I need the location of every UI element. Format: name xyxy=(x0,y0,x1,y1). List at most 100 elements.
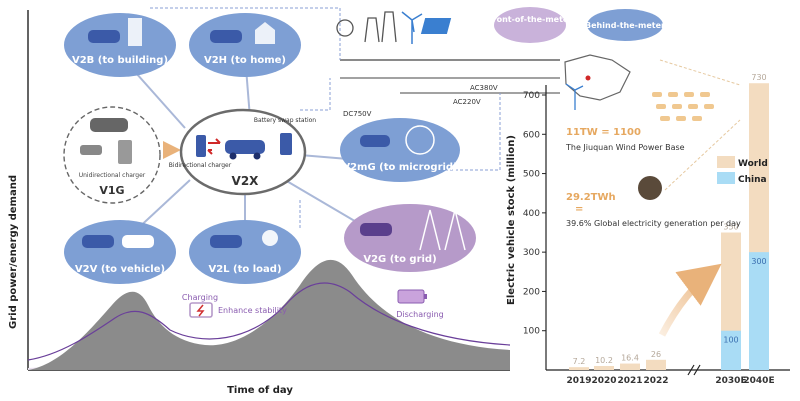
node-v2h: V2H (to home) xyxy=(189,13,301,77)
jiuquan-wind-base-label: The Jiuquan Wind Power Base xyxy=(565,143,685,152)
ev-stock-axis-label: Electric vehicle stock (million) xyxy=(506,135,517,305)
battery-swap-station-label: Battery swap station xyxy=(254,117,316,124)
v2x-car-icon xyxy=(225,140,265,154)
global-electricity-label: 39.6% Global electricity generation per … xyxy=(566,219,741,228)
v2v-label: V2V (to vehicle) xyxy=(75,264,165,275)
unidirectional-charger-icon xyxy=(118,140,132,164)
v2g-label: V2G (to grid) xyxy=(363,254,436,265)
solar-panel-icon xyxy=(420,18,452,34)
car-icon xyxy=(210,30,242,43)
node-v2g: V2G (to grid) xyxy=(344,204,476,272)
y-tick-label: 100 xyxy=(523,327,540,337)
jiuquan-marker-icon xyxy=(585,75,591,81)
peak-demand-area xyxy=(28,259,510,370)
node-v2l: V2L (to load) xyxy=(189,220,301,284)
x-tick-label: 2019 xyxy=(566,376,591,386)
wind-turbine-icon xyxy=(565,83,584,110)
y-tick-label: 500 xyxy=(523,170,540,180)
stabilized-demand-line xyxy=(27,282,511,361)
bar-china xyxy=(721,330,741,370)
microgrid-icon xyxy=(405,125,435,155)
bar-china xyxy=(749,252,769,370)
dotted-connector-top xyxy=(150,7,341,60)
bidirectional-arrows-icon xyxy=(207,138,221,155)
bar-world xyxy=(646,359,666,370)
y-tick-label: 400 xyxy=(523,209,540,219)
bar-value-label-china: 300 xyxy=(751,257,766,266)
battery-swap-station-icon xyxy=(280,133,292,155)
transmission-tower-icon xyxy=(419,209,466,251)
axis-break-mark xyxy=(687,364,695,376)
earth-icon xyxy=(638,176,662,200)
car-icon xyxy=(88,30,120,43)
x-tick-label: 2021 xyxy=(617,376,642,386)
power-plant-icon xyxy=(364,11,397,43)
legend-label: World xyxy=(738,159,768,169)
bar-value-label-world: 16.4 xyxy=(621,354,639,363)
bar-value-label-china: 100 xyxy=(723,336,738,345)
discharging-battery-icon xyxy=(397,289,425,304)
grid-demand-axis-label: Grid power/energy demand xyxy=(8,175,19,329)
y-tick-label: 700 xyxy=(523,91,540,101)
v1g-label: V1G xyxy=(99,184,124,197)
tw-equivalence-label: 11TW = 1100 xyxy=(566,127,641,138)
ac220v-label: AC220V xyxy=(453,98,481,106)
bidirectional-charger-icon xyxy=(196,135,206,157)
v2x-wheel-icon xyxy=(229,152,237,160)
x-tick-label: 2020 xyxy=(591,376,616,386)
china-map-icon xyxy=(564,54,631,101)
home-icon xyxy=(255,22,275,44)
bar-world xyxy=(569,367,589,370)
car-icon xyxy=(210,235,242,248)
generator-icon xyxy=(336,19,354,37)
wind-turbine-icon xyxy=(401,11,423,44)
node-v2mg: V2mG (to microgrid) xyxy=(340,118,460,182)
v2b-label: V2B (to building) xyxy=(72,55,168,66)
v2mg-label: V2mG (to microgrid) xyxy=(342,162,457,173)
legend-swatch xyxy=(717,156,735,168)
discharging-battery-tip xyxy=(424,294,427,299)
charging-battery-icon xyxy=(189,302,213,318)
discharging-label: Discharging xyxy=(396,310,444,319)
bar-value-label-world: 7.2 xyxy=(573,357,586,366)
x-tick-label: 2040E xyxy=(743,376,774,386)
dc750v-label: DC750V xyxy=(343,110,372,118)
car-icon xyxy=(82,235,114,248)
front-of-meter-tag xyxy=(494,7,566,43)
car-icon xyxy=(360,135,390,147)
bar-value-label-world: 730 xyxy=(751,73,766,82)
behind-meter-tag xyxy=(587,9,663,41)
building-icon xyxy=(128,18,142,46)
car-cluster-icon xyxy=(652,92,714,121)
legend-swatch xyxy=(717,172,735,184)
v2x-wheel-icon xyxy=(253,152,261,160)
growth-arrow xyxy=(658,263,722,337)
ev-stock-chart: 1002003004005006007007.2201910.2202016.4… xyxy=(523,73,790,386)
enhance-stability-label: Enhance stability xyxy=(218,306,287,315)
node-v2b: V2B (to building) xyxy=(64,13,176,77)
twh-label: 29.2TWh xyxy=(566,192,616,203)
car-icon xyxy=(360,223,392,236)
equals-sign: = xyxy=(575,204,583,215)
v2x-label: V2X xyxy=(232,174,260,188)
charging-label: Charging xyxy=(182,293,218,302)
bar-value-label-world: 10.2 xyxy=(595,356,613,365)
time-of-day-axis-label: Time of day xyxy=(227,385,293,396)
v1g-car-icon xyxy=(90,118,128,132)
ac380v-label: AC380V xyxy=(470,84,498,92)
y-tick-label: 200 xyxy=(523,287,540,297)
lead-line xyxy=(664,119,741,191)
unidirectional-charger-label: Unidirectional charger xyxy=(79,172,146,179)
bar-world xyxy=(620,363,640,370)
dotted-connector-dc xyxy=(300,78,331,111)
x-tick-label: 2030E xyxy=(715,376,746,386)
charging-bolt-icon xyxy=(196,304,205,317)
lightbulb-icon xyxy=(262,230,278,246)
v2l-label: V2L (to load) xyxy=(208,264,281,275)
car-icon xyxy=(122,235,154,248)
v1g-car-small-icon xyxy=(80,145,102,155)
node-v2v: V2V (to vehicle) xyxy=(64,220,176,284)
front-of-meter-label: Front-of-the-meter xyxy=(488,15,573,24)
v2h-label: V2H (to home) xyxy=(204,55,286,66)
